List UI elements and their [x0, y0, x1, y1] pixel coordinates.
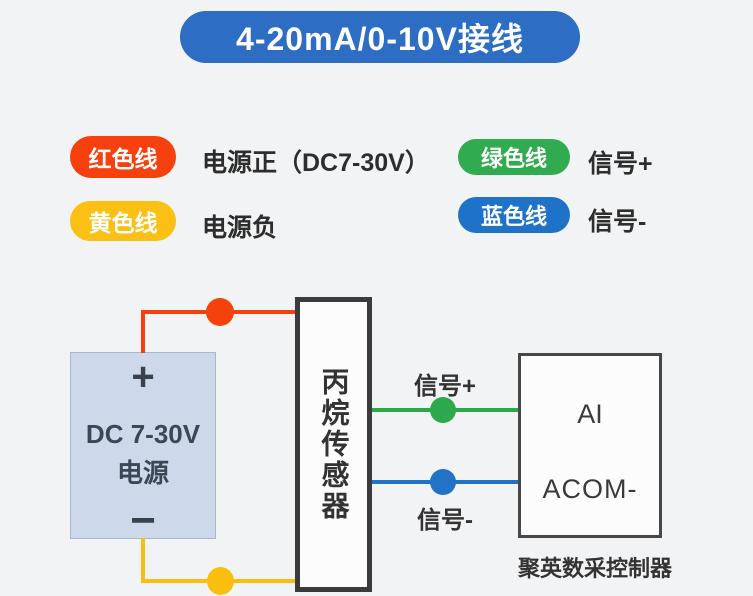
controller-acom-terminal: ACOM-: [542, 474, 638, 504]
legend-pill-blue-wire: 蓝色线: [458, 197, 570, 233]
propane-sensor-box: 丙烷传感器: [295, 297, 372, 592]
legend-pill-red-label: 红色线: [88, 146, 158, 172]
power-voltage-label: DC 7-30V: [85, 419, 201, 449]
red-wire-junction-dot: [206, 298, 234, 326]
signal-minus-wire-label: 信号-: [417, 507, 473, 534]
power-name-label: 电源: [116, 458, 170, 488]
propane-sensor-label: 丙烷传感器: [318, 367, 350, 522]
legend-pill-blue-label: 蓝色线: [480, 204, 547, 229]
legend-pill-yellow-wire: 黄色线: [70, 201, 176, 241]
power-minus-terminal: −: [130, 496, 156, 545]
wire-red-vertical: [141, 311, 145, 353]
page-title: 4-20mA/0-10V接线: [236, 21, 524, 57]
controller-ai-terminal: AI: [577, 399, 603, 429]
green-wire-junction-dot: [430, 397, 456, 423]
legend-pill-red-wire: 红色线: [70, 136, 176, 178]
wire-yellow-vertical: [141, 538, 145, 581]
power-plus-terminal: +: [131, 355, 155, 399]
legend-pill-green-wire: 绿色线: [458, 139, 570, 175]
legend-text-signal-plus: 信号+: [588, 150, 653, 178]
power-supply-box: + DC 7-30V 电源 −: [70, 352, 216, 543]
title-banner: 4-20mA/0-10V接线: [180, 11, 580, 63]
legend-pill-green-label: 绿色线: [480, 146, 547, 171]
signal-plus-wire-label: 信号+: [413, 373, 476, 400]
legend-text-power-negative: 电源负: [202, 214, 278, 242]
legend-text-power-positive: 电源正（DC7-30V）: [202, 149, 430, 177]
controller-box: AI ACOM-: [518, 353, 662, 538]
blue-wire-junction-dot: [430, 469, 456, 495]
controller-caption: 聚英数采控制器: [517, 556, 672, 581]
yellow-wire-junction-dot: [207, 567, 234, 595]
legend-pill-yellow-label: 黄色线: [88, 210, 158, 236]
legend-text-signal-minus: 信号-: [588, 208, 647, 236]
